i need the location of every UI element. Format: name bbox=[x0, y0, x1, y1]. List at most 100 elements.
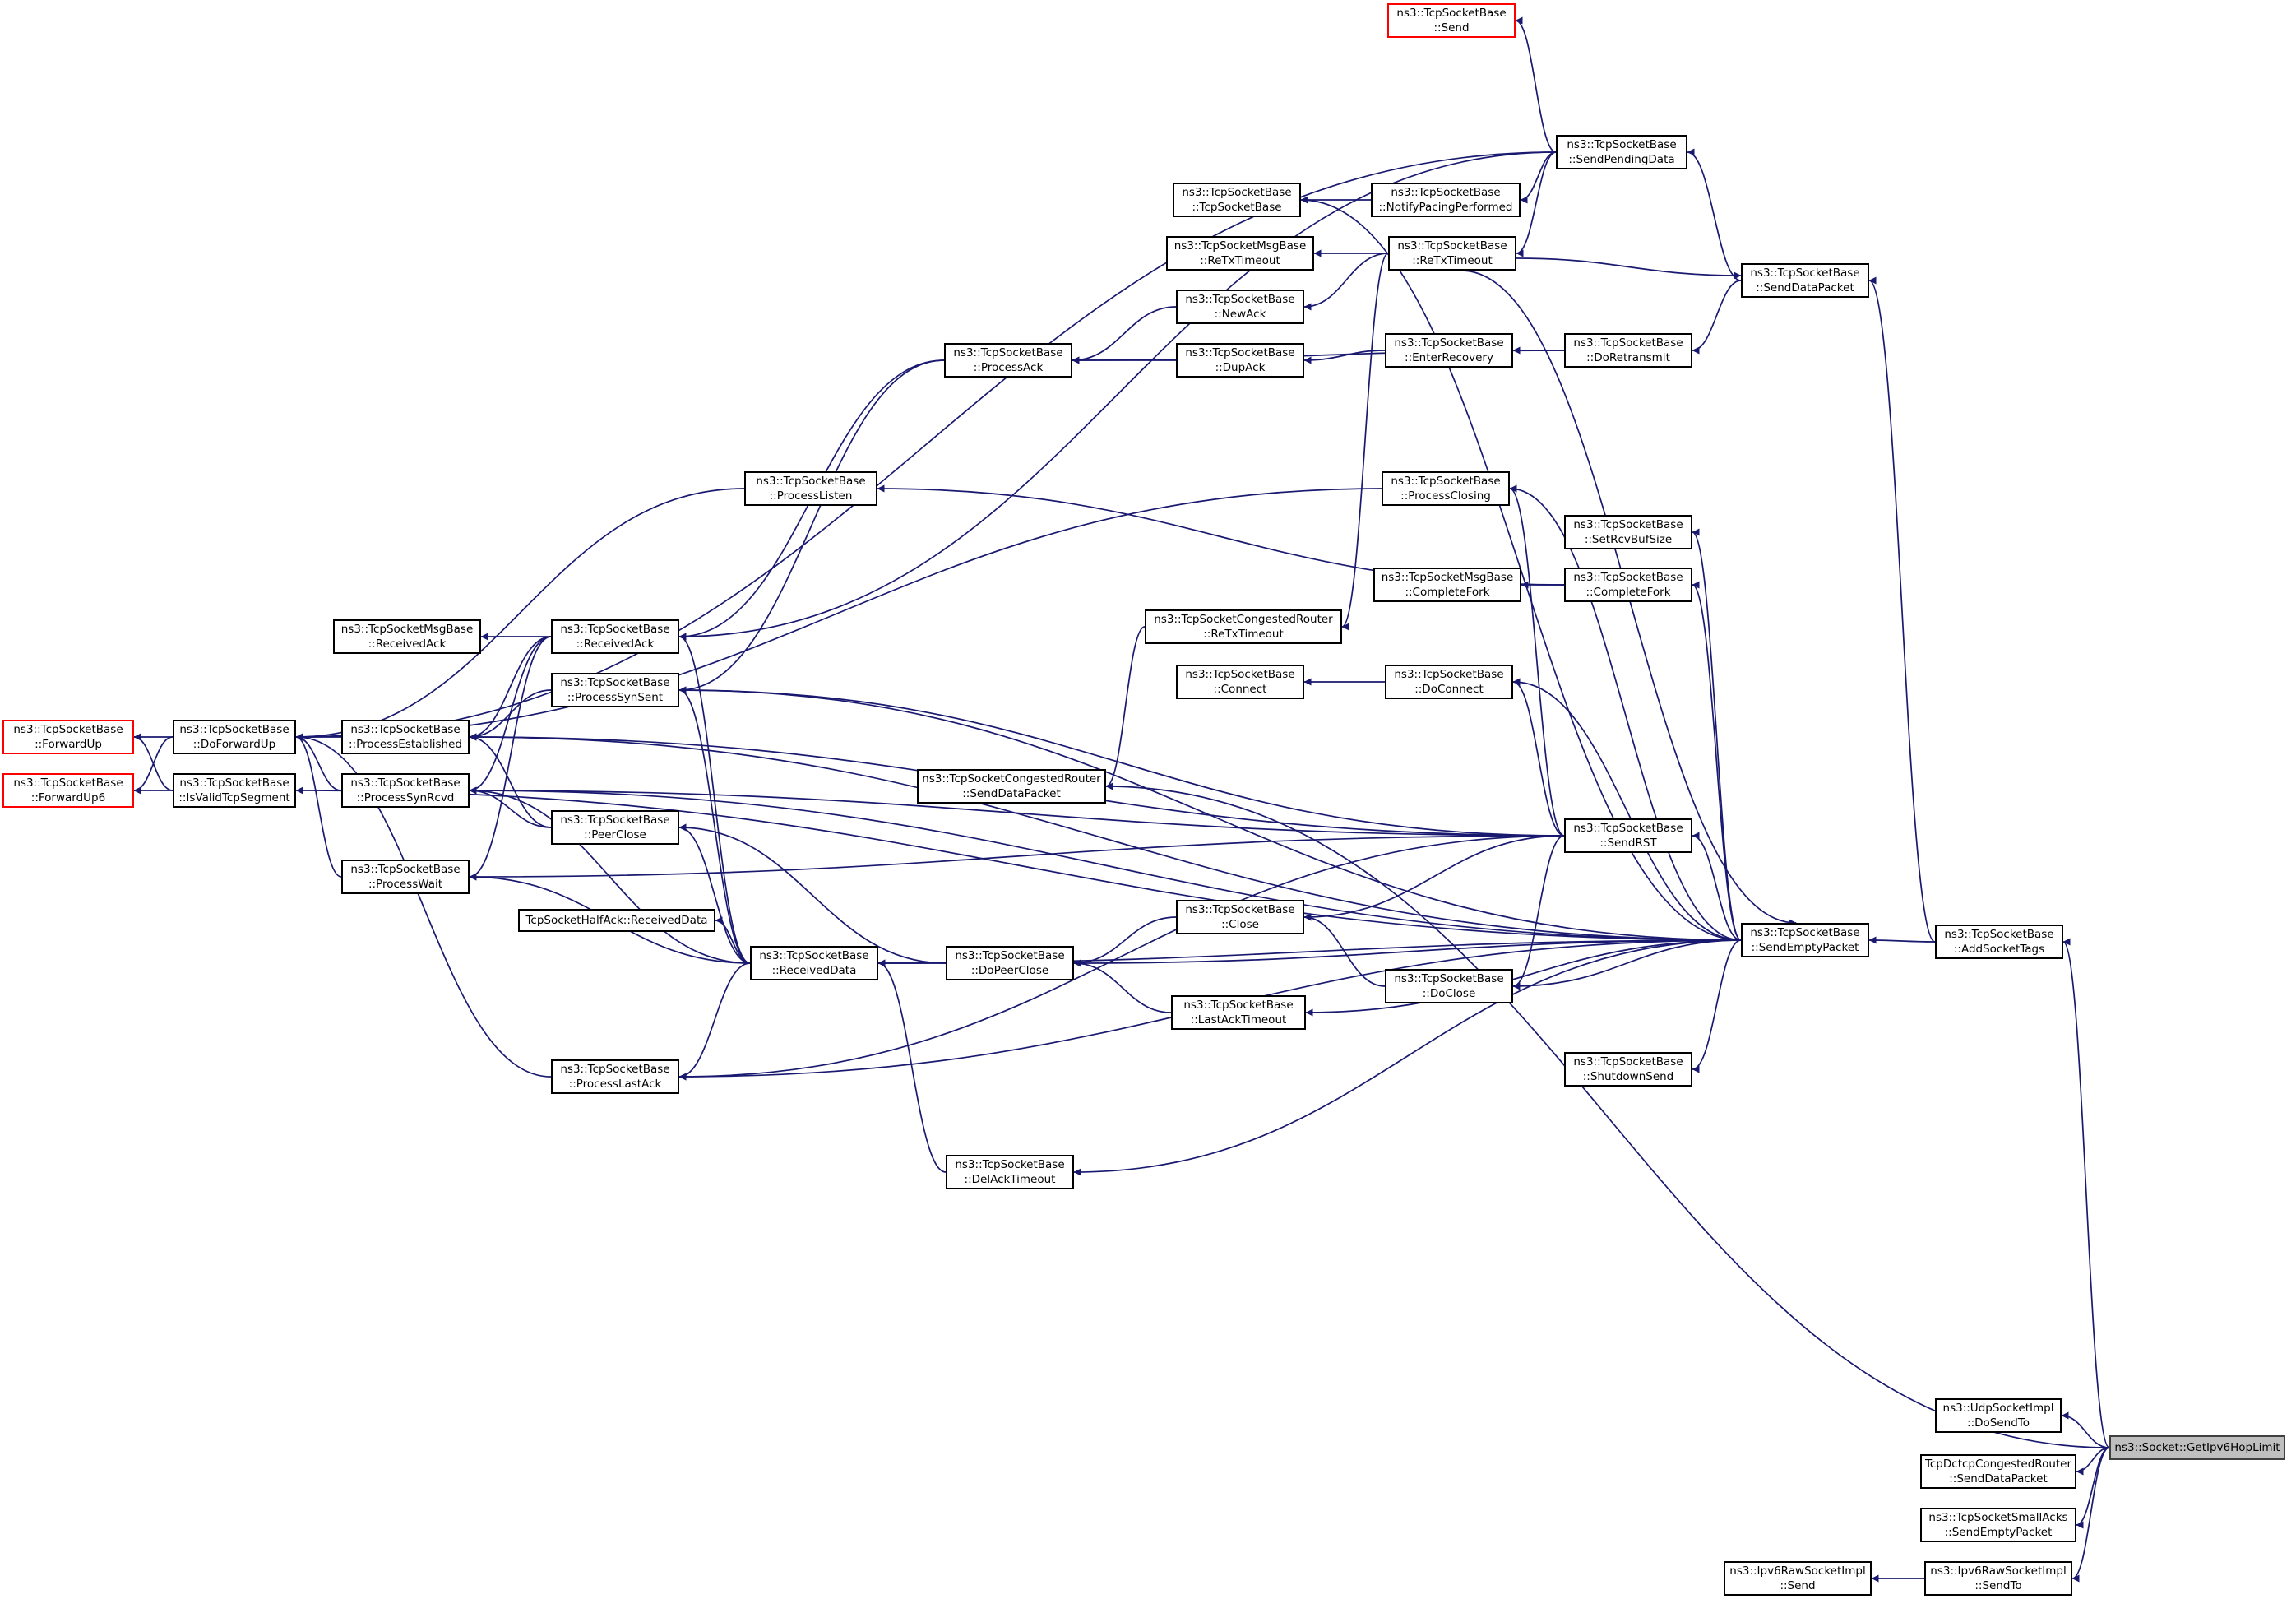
node-ipv6send[interactable]: ns3::Ipv6RawSocketImpl::Send bbox=[1724, 1561, 1872, 1596]
node-label-line1: ns3::TcpSocketBase bbox=[350, 863, 461, 876]
node-doclose[interactable]: ns3::TcpSocketBase::DoClose bbox=[1385, 969, 1513, 1003]
node-label-line2: ::ReTxTimeout bbox=[1200, 254, 1280, 267]
node-label-line2: ::DoForwardUp bbox=[192, 738, 276, 751]
node-halfack[interactable]: TcpSocketHalfAck::ReceivedData bbox=[518, 909, 715, 932]
edge-peerclose-to-recvdata bbox=[678, 823, 751, 964]
node-label-line2: ::Close bbox=[1221, 918, 1259, 931]
node-msgretx[interactable]: ns3::TcpSocketMsgBase::ReTxTimeout bbox=[1166, 236, 1314, 271]
node-label-line1: ns3::TcpSocketSmallAcks bbox=[1928, 1511, 2068, 1524]
node-label-line2: ::ReTxTimeout bbox=[1203, 628, 1284, 641]
node-recvack[interactable]: ns3::TcpSocketBase::ReceivedAck bbox=[551, 619, 679, 654]
node-sendempty[interactable]: ns3::TcpSocketBase::SendEmptyPacket bbox=[1741, 923, 1869, 957]
node-senddata[interactable]: ns3::TcpSocketBase::SendDataPacket bbox=[1741, 263, 1869, 298]
edge-proclastack-to-sendrst bbox=[678, 835, 1565, 1081]
node-procest[interactable]: ns3::TcpSocketBase::ProcessEstablished bbox=[341, 720, 470, 754]
node-send[interactable]: ns3::TcpSocketBase::Send bbox=[1387, 3, 1516, 38]
node-label-line1: ns3::TcpSocketBase bbox=[1573, 1055, 1683, 1068]
node-processack[interactable]: ns3::TcpSocketBase::ProcessAck bbox=[944, 343, 1072, 378]
node-routersend[interactable]: ns3::TcpSocketCongestedRouter::SendDataP… bbox=[917, 769, 1106, 804]
node-procwait[interactable]: ns3::TcpSocketBase::ProcessWait bbox=[341, 860, 470, 894]
node-procclosing[interactable]: ns3::TcpSocketBase::ProcessClosing bbox=[1382, 471, 1510, 506]
node-label-line1: ns3::TcpSocketBase bbox=[1394, 972, 1504, 985]
node-proclastack[interactable]: ns3::TcpSocketBase::ProcessLastAck bbox=[551, 1059, 679, 1094]
node-label-line1: ns3::TcpSocketBase bbox=[560, 813, 670, 827]
edge-procest-to-peerclose bbox=[469, 733, 552, 828]
edge-newack-to-retx bbox=[1303, 253, 1389, 311]
node-peerclose[interactable]: ns3::TcpSocketBase::PeerClose bbox=[551, 810, 679, 845]
node-notifypacing[interactable]: ns3::TcpSocketBase::NotifyPacingPerforme… bbox=[1371, 183, 1521, 217]
node-target[interactable]: ns3::Socket::GetIpv6HopLimit bbox=[2109, 1435, 2285, 1460]
node-udpsend[interactable]: ns3::UdpSocketImpl::DoSendTo bbox=[1935, 1398, 2062, 1433]
node-sendrst[interactable]: ns3::TcpSocketBase::SendRST bbox=[1564, 818, 1692, 853]
node-delack[interactable]: ns3::TcpSocketBase::DelAckTimeout bbox=[946, 1155, 1074, 1189]
node-label-line2: ::ProcessSynRcvd bbox=[356, 791, 455, 804]
node-doretx[interactable]: ns3::TcpSocketBase::DoRetransmit bbox=[1564, 333, 1692, 368]
edge-close-to-sendrst bbox=[1303, 835, 1565, 921]
node-doconnect[interactable]: ns3::TcpSocketBase::DoConnect bbox=[1385, 665, 1513, 699]
edge-procsynsent-to-processack bbox=[678, 359, 945, 694]
node-smallacks[interactable]: ns3::TcpSocketSmallAcks::SendEmptyPacket bbox=[1920, 1508, 2076, 1542]
node-label-line1: ns3::TcpSocketBase bbox=[179, 776, 289, 790]
edge-procsynrcvd-to-peerclose bbox=[469, 786, 552, 828]
node-close[interactable]: ns3::TcpSocketBase::Close bbox=[1176, 900, 1304, 934]
node-forwardup[interactable]: ns3::TcpSocketBase::ForwardUp bbox=[2, 720, 134, 754]
node-label-line2: ::ProcessWait bbox=[368, 878, 443, 891]
node-addtags[interactable]: ns3::TcpSocketBase::AddSocketTags bbox=[1935, 925, 2063, 959]
edge-ipv6sendto-to-target bbox=[2071, 1447, 2110, 1583]
node-sendpending[interactable]: ns3::TcpSocketBase::SendPendingData bbox=[1556, 135, 1687, 169]
edge-recvack-to-recvdata bbox=[678, 633, 751, 964]
edge-udpsend-to-target bbox=[2061, 1411, 2110, 1448]
node-label-line2: ::ProcessLastAck bbox=[568, 1078, 662, 1091]
node-label-line1: ns3::TcpSocketBase bbox=[1394, 668, 1504, 681]
node-lastacktimeout[interactable]: ns3::TcpSocketBase::LastAckTimeout bbox=[1171, 995, 1306, 1030]
node-setrcvbuf[interactable]: ns3::TcpSocketBase::SetRcvBufSize bbox=[1564, 515, 1692, 549]
node-label-line1: ns3::Ipv6RawSocketImpl bbox=[1930, 1564, 2067, 1578]
node-forwardup6[interactable]: ns3::TcpSocketBase::ForwardUp6 bbox=[2, 773, 134, 808]
node-label-line1: ns3::TcpSocketBase bbox=[13, 723, 123, 736]
node-enterrec[interactable]: ns3::TcpSocketBase::EnterRecovery bbox=[1385, 333, 1513, 368]
node-label-line1: ns3::TcpSocketMsgBase bbox=[1173, 239, 1307, 253]
node-dupack[interactable]: ns3::TcpSocketBase::DupAck bbox=[1176, 343, 1304, 378]
node-label-line2: ::AddSocketTags bbox=[1953, 943, 2045, 956]
node-label-line2: ::SendDataPacket bbox=[1949, 1472, 2048, 1485]
edge-doforward-to-procwait bbox=[295, 733, 342, 878]
node-msgrecvack[interactable]: ns3::TcpSocketMsgBase::ReceivedAck bbox=[333, 619, 481, 654]
node-label-line1: ns3::TcpSocketBase bbox=[1397, 239, 1507, 253]
edge-recvack-to-sendpending bbox=[678, 151, 1557, 641]
node-msgfork[interactable]: ns3::TcpSocketMsgBase::CompleteFork bbox=[1373, 568, 1521, 602]
node-label-line2: ::ProcessEstablished bbox=[349, 738, 462, 751]
node-routerretx[interactable]: ns3::TcpSocketCongestedRouter::ReTxTimeo… bbox=[1145, 609, 1342, 644]
node-label-line2: ::SendEmptyPacket bbox=[1751, 941, 1859, 954]
node-label-line1: ns3::TcpSocketBase bbox=[560, 676, 670, 689]
node-shutdown[interactable]: ns3::TcpSocketBase::ShutdownSend bbox=[1564, 1052, 1692, 1087]
node-label-line1: ns3::TcpSocketBase bbox=[179, 723, 289, 736]
edge-doforward-to-procsynrcvd bbox=[295, 733, 342, 791]
node-label-line2: ::ProcessAck bbox=[973, 361, 1044, 374]
edge-notifypacing-to-sendpending bbox=[1520, 151, 1557, 204]
node-proclisten[interactable]: ns3::TcpSocketBase::ProcessListen bbox=[744, 471, 877, 506]
node-ctor[interactable]: ns3::TcpSocketBase::TcpSocketBase bbox=[1173, 183, 1301, 217]
node-label-line2: ::NotifyPacingPerformed bbox=[1378, 201, 1513, 214]
node-ipv6sendto[interactable]: ns3::Ipv6RawSocketImpl::SendTo bbox=[1924, 1561, 2072, 1596]
node-procsynrcvd[interactable]: ns3::TcpSocketBase::ProcessSynRcvd bbox=[341, 773, 470, 808]
edge-procsynrcvd-to-recvdata bbox=[469, 786, 751, 964]
node-recvdata[interactable]: ns3::TcpSocketBase::ReceivedData bbox=[750, 946, 878, 980]
node-label-line1: ns3::TcpSocketCongestedRouter bbox=[1154, 613, 1333, 626]
node-doforward[interactable]: ns3::TcpSocketBase::DoForwardUp bbox=[173, 720, 296, 754]
node-connect[interactable]: ns3::TcpSocketBase::Connect bbox=[1176, 665, 1304, 699]
node-label-line2: ::ProcessSynSent bbox=[567, 691, 664, 704]
edge-routersend-to-routerretx bbox=[1105, 626, 1146, 790]
node-procsynsent[interactable]: ns3::TcpSocketBase::ProcessSynSent bbox=[551, 673, 679, 707]
node-label-line1: ns3::TcpSocketBase bbox=[350, 776, 461, 790]
node-dopeerclose[interactable]: ns3::TcpSocketBase::DoPeerClose bbox=[946, 946, 1074, 980]
node-label-line2: ::SendDataPacket bbox=[962, 787, 1061, 800]
node-newack[interactable]: ns3::TcpSocketBase::NewAck bbox=[1176, 290, 1304, 324]
edge-doclose-to-sendempty bbox=[1512, 939, 1742, 990]
node-label-line1: TcpDctcpCongestedRouter bbox=[1924, 1458, 2072, 1471]
node-label-line1: ns3::TcpSocketMsgBase bbox=[340, 623, 474, 636]
edge-sendrst-to-sendempty bbox=[1692, 832, 1742, 941]
node-retx[interactable]: ns3::TcpSocketBase::ReTxTimeout bbox=[1388, 236, 1516, 271]
node-isvalid[interactable]: ns3::TcpSocketBase::IsValidTcpSegment bbox=[173, 773, 296, 808]
node-dctcp[interactable]: TcpDctcpCongestedRouter::SendDataPacket bbox=[1920, 1454, 2076, 1489]
node-fork[interactable]: ns3::TcpSocketBase::CompleteFork bbox=[1564, 568, 1692, 602]
